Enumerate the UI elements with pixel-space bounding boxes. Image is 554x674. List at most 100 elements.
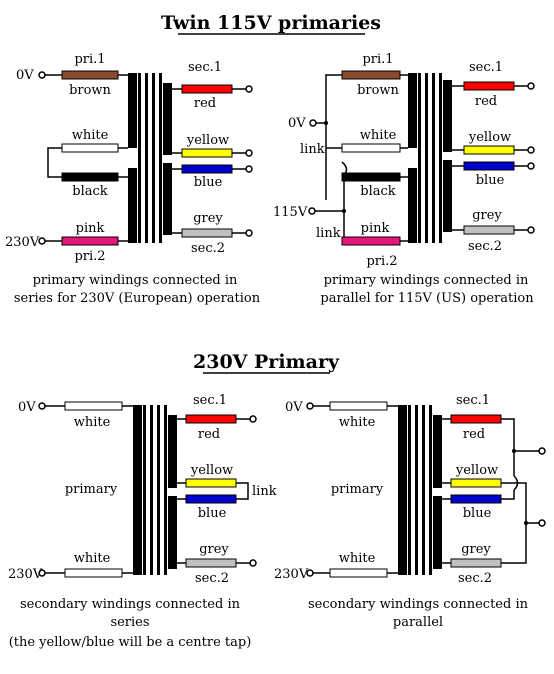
primary-winding-lower bbox=[408, 168, 417, 243]
label-blue: blue bbox=[194, 175, 223, 190]
junction-dot-0v bbox=[324, 121, 328, 125]
transformer-core bbox=[408, 405, 432, 575]
wire-black bbox=[61, 172, 119, 182]
terminal-output-upper bbox=[538, 447, 546, 455]
wire-grey bbox=[450, 558, 502, 568]
terminal-grey bbox=[527, 226, 535, 234]
label-white: white bbox=[360, 128, 397, 143]
caption-line-1: secondary windings connected in bbox=[308, 597, 529, 612]
label-230v: 230V bbox=[274, 567, 309, 582]
wire-brown bbox=[61, 70, 119, 80]
terminal-red bbox=[249, 415, 257, 423]
label-brown: brown bbox=[69, 83, 111, 98]
label-pri1: pri.1 bbox=[74, 52, 105, 67]
label-white: white bbox=[72, 128, 109, 143]
wire-black bbox=[341, 172, 401, 182]
caption-line-2: parallel for 115V (US) operation bbox=[320, 291, 534, 306]
wire-red bbox=[450, 414, 502, 424]
label-link-lower: link bbox=[316, 226, 341, 241]
terminal-grey bbox=[245, 229, 253, 237]
caption-line-2: parallel bbox=[393, 615, 443, 630]
label-brown: brown bbox=[357, 83, 399, 98]
label-230v: 230V bbox=[8, 567, 43, 582]
label-pink: pink bbox=[361, 221, 390, 236]
label-pri1: pri.1 bbox=[362, 52, 393, 67]
label-sec2: sec.2 bbox=[195, 571, 229, 586]
wire-white-bottom bbox=[64, 568, 123, 578]
terminal-230v bbox=[38, 569, 46, 577]
label-sec1: sec.1 bbox=[469, 60, 503, 75]
panel-series-secondaries: 0V 230V white primary white sec.1 red ye… bbox=[8, 393, 277, 650]
label-pri2: pri.2 bbox=[366, 254, 397, 269]
secondary-winding-upper bbox=[433, 415, 442, 488]
caption-line-2: series for 230V (European) operation bbox=[14, 291, 261, 306]
label-blue: blue bbox=[476, 173, 505, 188]
wire-white-top bbox=[329, 401, 388, 411]
terminal-yellow bbox=[527, 146, 535, 154]
wire-white-top bbox=[64, 401, 123, 411]
wire-pink bbox=[341, 236, 401, 246]
label-0v: 0V bbox=[16, 68, 34, 83]
transformer-core bbox=[418, 73, 442, 243]
label-grey: grey bbox=[461, 542, 491, 557]
label-primary: primary bbox=[331, 482, 384, 497]
wire-blue bbox=[463, 161, 515, 171]
label-link: link bbox=[252, 484, 277, 499]
caption-line-1: primary windings connected in bbox=[324, 273, 529, 288]
junction-dot-yellow-grey bbox=[524, 521, 528, 525]
label-red: red bbox=[198, 427, 220, 442]
wire-yellow bbox=[463, 145, 515, 155]
label-pink: pink bbox=[76, 221, 105, 236]
terminal-yellow bbox=[245, 149, 253, 157]
label-black: black bbox=[72, 184, 108, 199]
primary-winding bbox=[133, 405, 142, 575]
label-pri2: pri.2 bbox=[74, 249, 105, 264]
terminal-0v bbox=[306, 402, 314, 410]
label-sec2: sec.2 bbox=[468, 239, 502, 254]
secondary-winding-lower bbox=[433, 496, 442, 569]
terminal-output-lower bbox=[538, 519, 546, 527]
wire-red bbox=[181, 84, 233, 94]
wire-red bbox=[463, 81, 515, 91]
wire-red bbox=[185, 414, 237, 424]
primary-winding-upper bbox=[408, 73, 417, 148]
caption-line-1: primary windings connected in bbox=[33, 273, 238, 288]
wire-white bbox=[61, 143, 119, 153]
wire-yellow bbox=[181, 148, 233, 158]
label-red: red bbox=[475, 94, 497, 109]
label-blue: blue bbox=[463, 506, 492, 521]
wire-grey bbox=[185, 558, 237, 568]
terminal-115v bbox=[308, 207, 316, 215]
terminal-blue bbox=[245, 165, 253, 173]
title-230v-primary: 230V Primary bbox=[193, 351, 340, 373]
wire-grey bbox=[463, 225, 515, 235]
primary-winding-lower bbox=[128, 168, 137, 243]
wire-white-bottom bbox=[329, 568, 388, 578]
transformer-core bbox=[138, 73, 162, 243]
label-sec2: sec.2 bbox=[191, 241, 225, 256]
terminal-0v bbox=[38, 402, 46, 410]
junction-dot-red-blue bbox=[512, 449, 516, 453]
label-white-top: white bbox=[339, 415, 376, 430]
label-0v: 0V bbox=[288, 116, 306, 131]
caption-line-3: (the yellow/blue will be a centre tap) bbox=[9, 635, 252, 650]
label-link-upper: link bbox=[300, 142, 325, 157]
label-yellow: yellow bbox=[468, 130, 511, 145]
label-grey: grey bbox=[199, 542, 229, 557]
panel-parallel-secondaries: 0V 230V white primary white bbox=[274, 393, 546, 630]
caption-line-1: secondary windings connected in bbox=[20, 597, 241, 612]
label-115v: 115V bbox=[273, 205, 308, 220]
label-230v: 230V bbox=[5, 235, 40, 250]
terminal-red bbox=[527, 82, 535, 90]
primary-winding bbox=[398, 405, 407, 575]
label-yellow: yellow bbox=[186, 133, 229, 148]
title-twin-115v: Twin 115V primaries bbox=[161, 12, 381, 34]
label-grey: grey bbox=[193, 211, 223, 226]
wire-blue bbox=[185, 494, 237, 504]
wire-white bbox=[341, 143, 401, 153]
label-primary: primary bbox=[65, 482, 118, 497]
terminal-0v bbox=[309, 119, 317, 127]
secondary-winding-lower bbox=[443, 160, 452, 232]
junction-dot-115v bbox=[342, 209, 346, 213]
